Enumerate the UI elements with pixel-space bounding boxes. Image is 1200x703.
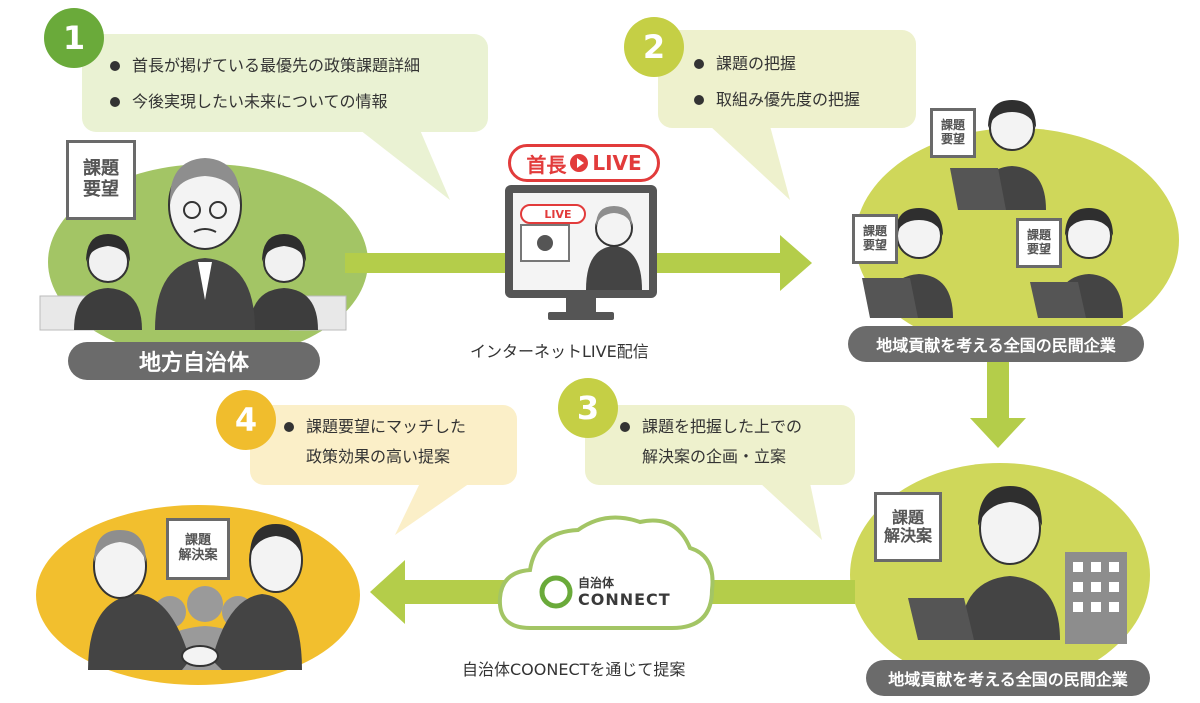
- step-1-bullets: 首長が掲げている最優先の政策課題詳細 今後実現したい未来についての情報: [110, 48, 420, 120]
- bullet-dot: [694, 95, 704, 105]
- step-2-bullet: 課題の把握: [694, 46, 860, 82]
- bubble-step-4: [250, 405, 517, 535]
- arrow-down: [970, 360, 1026, 448]
- bubble-step-2: [658, 30, 916, 200]
- connect-cloud: [497, 515, 715, 630]
- bullet-dot: [620, 422, 630, 432]
- cloud-small-label: 自治体: [578, 576, 615, 590]
- step-4-bullet: 課題要望にマッチした政策効果の高い提案: [284, 412, 466, 472]
- live-caption: インターネットLIVE配信: [470, 342, 649, 361]
- bullet-dot: [110, 61, 120, 71]
- step-2-badge: 2: [624, 17, 684, 77]
- request-clipboard-large: 課題要望: [66, 140, 136, 220]
- companies-workers-illustration: [862, 100, 1123, 318]
- request-clipboard: 課題要望: [1016, 218, 1062, 268]
- companies-label-top: 地域貢献を考える全国の民間企業: [848, 326, 1144, 362]
- bullet-dot: [694, 59, 704, 69]
- municipality-label: 地方自治体: [68, 342, 320, 380]
- step-3-badge: 3: [558, 378, 618, 438]
- screen-live-badge: LIVE: [520, 204, 586, 224]
- step-3-bullets: 課題を把握した上での解決案の企画・立案: [620, 412, 802, 472]
- solution-clipboard-small: 課題解決案: [166, 518, 230, 580]
- bubble-step-1: [82, 34, 488, 200]
- step-2-bullet: 取組み優先度の把握: [694, 82, 860, 118]
- company-presenter-illustration: [908, 486, 1127, 644]
- request-clipboard: 課題要望: [930, 108, 976, 158]
- handshake-illustration: [88, 524, 303, 670]
- connect-caption: 自治体COONECTを通じて提案: [462, 660, 686, 679]
- mayor-live-badge: 首長 LIVE: [508, 144, 660, 182]
- solution-clipboard: 課題解決案: [874, 492, 942, 562]
- bubble-step-3: [585, 405, 855, 540]
- bullet-dot: [110, 97, 120, 107]
- step-1-badge: 1: [44, 8, 104, 68]
- step-4-bullets: 課題要望にマッチした政策効果の高い提案: [284, 412, 466, 472]
- step-1-bullet: 首長が掲げている最優先の政策課題詳細: [110, 48, 420, 84]
- step-4-badge: 4: [216, 390, 276, 450]
- bullet-dot: [284, 422, 294, 432]
- cloud-connect-logo: CONNECT: [578, 590, 671, 609]
- step-2-bullets: 課題の把握 取組み優先度の把握: [694, 46, 860, 118]
- step-3-bullet: 課題を把握した上での解決案の企画・立案: [620, 412, 802, 472]
- companies-label-bottom: 地域貢献を考える全国の民間企業: [866, 660, 1150, 696]
- play-icon: [570, 154, 589, 172]
- step-1-bullet: 今後実現したい未来についての情報: [110, 84, 420, 120]
- request-clipboard: 課題要望: [852, 214, 898, 264]
- municipality-people-illustration: [39, 158, 347, 331]
